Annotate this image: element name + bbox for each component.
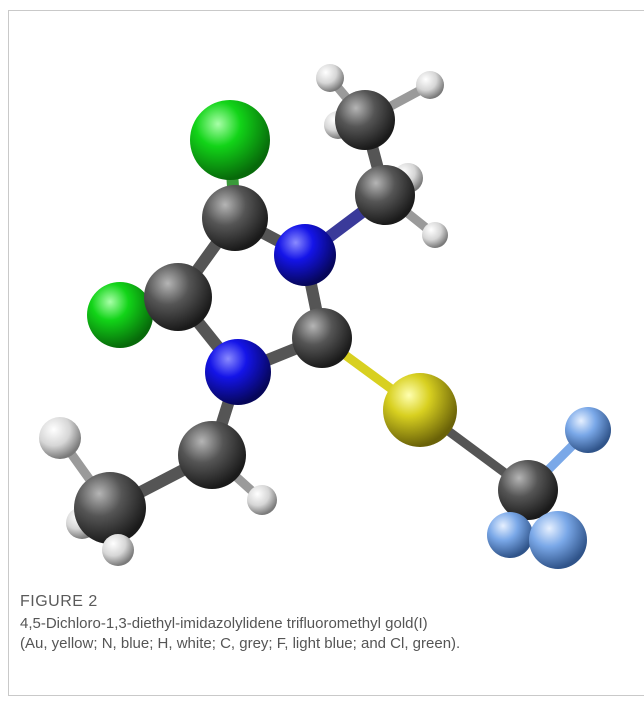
carbon-atom <box>74 472 146 544</box>
atoms <box>39 64 611 569</box>
figure-caption: FIGURE 2 4,5-Dichloro-1,3-diethyl-imidaz… <box>20 592 630 654</box>
fluorine-atom <box>487 512 533 558</box>
hydrogen-atom <box>316 64 344 92</box>
caption-line-1: 4,5-Dichloro-1,3-diethyl-imidazolylidene… <box>20 615 428 632</box>
carbon-atom <box>498 460 558 520</box>
molecule-illustration <box>39 64 611 569</box>
carbon-atom <box>202 185 268 251</box>
nitrogen-atom <box>205 339 271 405</box>
figure-label: FIGURE 2 <box>20 593 98 610</box>
hydrogen-atom <box>102 534 134 566</box>
carbon-atom <box>178 421 246 489</box>
nitrogen-atom <box>274 224 336 286</box>
fluorine-atom <box>565 407 611 453</box>
carbon-atom <box>292 308 352 368</box>
chlorine-atom <box>190 100 270 180</box>
chlorine-atom <box>87 282 153 348</box>
hydrogen-atom <box>247 485 277 515</box>
carbon-atom <box>144 263 212 331</box>
carbon-atom <box>355 165 415 225</box>
gold-atom <box>383 373 457 447</box>
hydrogen-atom <box>422 222 448 248</box>
carbon-atom <box>335 90 395 150</box>
hydrogen-atom <box>39 417 81 459</box>
fluorine-atom <box>529 511 587 569</box>
hydrogen-atom <box>416 71 444 99</box>
caption-line-2: (Au, yellow; N, blue; H, white; C, grey;… <box>20 635 461 652</box>
